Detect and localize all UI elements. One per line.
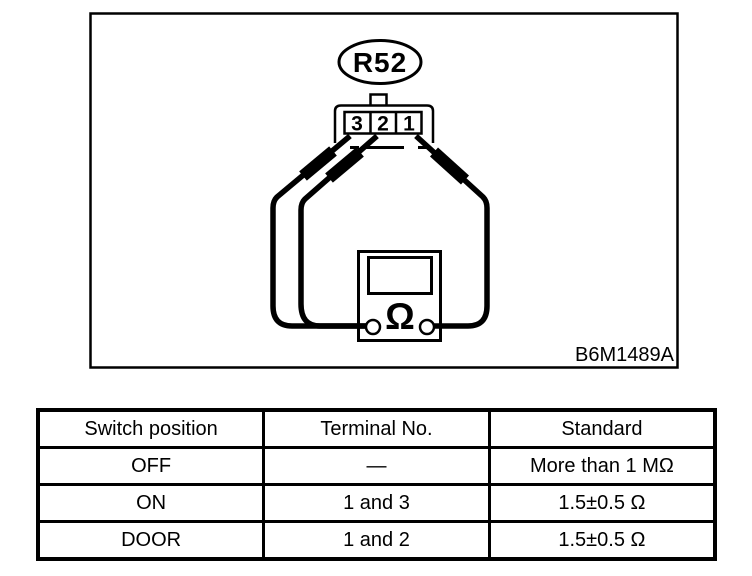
terminal-3-label: 3 [351, 113, 363, 136]
table-row-off: OFF — More than 1 MΩ [36, 446, 717, 486]
cell-standard: 1.5±0.5 Ω [487, 520, 717, 561]
cell-switch-position: OFF [36, 446, 266, 486]
cell-switch-position: DOOR [36, 520, 266, 561]
resistance-spec-table: Switch position Terminal No. Standard OF… [36, 408, 717, 561]
cell-terminal-no: 1 and 2 [262, 520, 491, 561]
figure-code: B6M1489A [575, 344, 675, 366]
test-probe-left-outer [299, 146, 337, 181]
test-lead-terminal3 [270, 133, 367, 329]
cell-standard: More than 1 MΩ [487, 446, 717, 486]
connector-test-diagram: R52 3 2 1 Ω B6M1489A [89, 12, 679, 369]
connector-callout-label: R52 [353, 47, 407, 78]
ohm-symbol: Ω [385, 296, 415, 337]
cell-standard: 1.5±0.5 Ω [487, 483, 717, 523]
connector-callout-ellipse [337, 39, 423, 85]
meter-jack-left [364, 318, 382, 336]
header-switch-position: Switch position [36, 408, 266, 449]
cell-terminal-no: — [262, 446, 491, 486]
terminal-2-label: 2 [377, 113, 389, 136]
test-lead-terminal1 [414, 133, 490, 329]
table-header-row: Switch position Terminal No. Standard [36, 408, 717, 449]
test-probe-right [429, 147, 470, 185]
test-lead-terminal2 [298, 133, 379, 329]
header-standard: Standard [487, 408, 717, 449]
cell-switch-position: ON [36, 483, 266, 523]
terminal-row [343, 110, 423, 135]
multimeter-display [367, 256, 433, 295]
cell-terminal-no: 1 and 3 [262, 483, 491, 523]
test-probe-left-inner [325, 147, 364, 183]
terminal-1-label: 1 [403, 113, 415, 136]
header-terminal-no: Terminal No. [262, 408, 491, 449]
table-row-on: ON 1 and 3 1.5±0.5 Ω [36, 483, 717, 523]
table-row-door: DOOR 1 and 2 1.5±0.5 Ω [36, 520, 717, 561]
meter-jack-right [418, 318, 436, 336]
